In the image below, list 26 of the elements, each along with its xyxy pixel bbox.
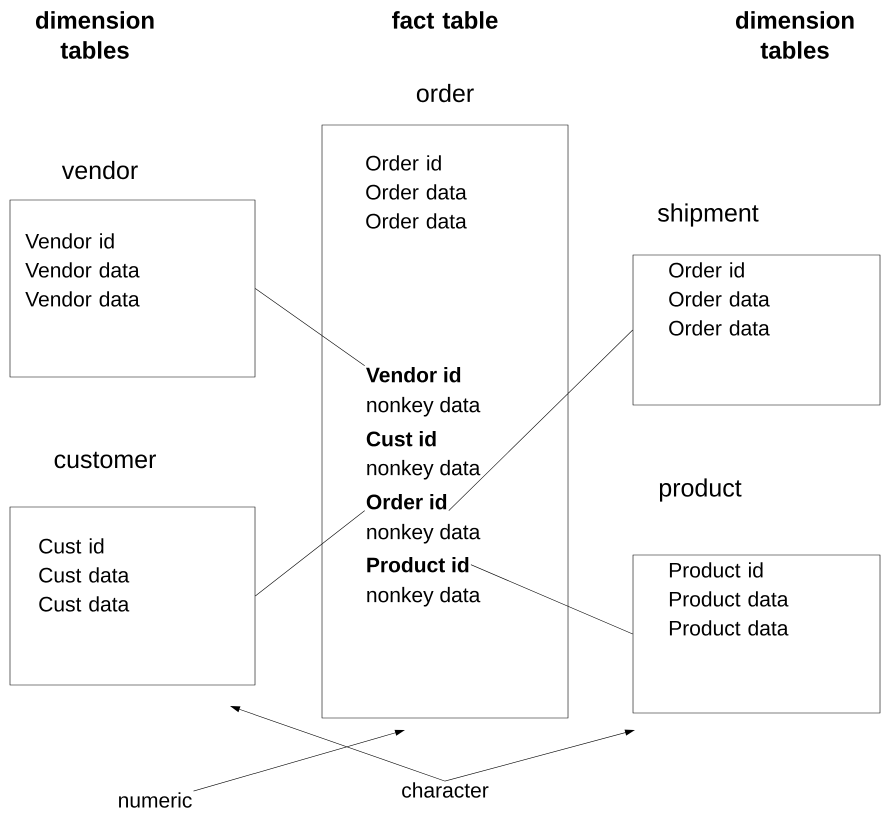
- column-heading: dimension tables: [736, 11, 854, 59]
- node-label: vendor: [62, 160, 138, 180]
- field-text: nonkey data: [367, 586, 480, 606]
- node-label: shipment: [658, 203, 759, 227]
- node-label: order: [416, 84, 474, 102]
- field-text: Vendor id: [366, 367, 460, 382]
- leader-text: numeric: [119, 792, 192, 808]
- table-box: shipment Order id Order data Order data: [632, 203, 880, 406]
- connector-line: [470, 564, 633, 634]
- column-heading: fact table: [392, 11, 498, 29]
- field-text: nonkey data: [367, 524, 480, 544]
- connector-line: [448, 330, 633, 511]
- connector-line: [255, 510, 365, 596]
- table-box: vendor Vendor id Vendor data Vendor data: [10, 160, 256, 378]
- table-box: customer Cust id Cust data Cust data: [10, 452, 256, 686]
- connector-line: [255, 288, 365, 366]
- field-text: Cust id: [366, 431, 436, 446]
- node-label: product: [660, 478, 742, 502]
- table-box: product Product id Product data Product data: [632, 478, 880, 714]
- column-heading: dimension tables: [36, 11, 154, 59]
- field-text: nonkey data: [367, 396, 480, 416]
- field-text: Order id: [366, 494, 446, 510]
- leader-text: character: [402, 782, 488, 798]
- node-label: customer: [54, 452, 156, 468]
- field-text: nonkey data: [367, 460, 480, 480]
- field-text: Product id: [367, 557, 468, 572]
